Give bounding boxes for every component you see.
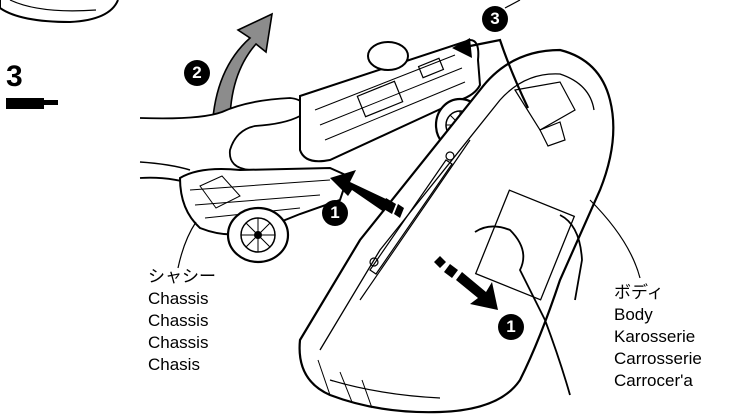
body-label-ja: ボディ [614,283,664,302]
chassis-label: シャシー Chassis Chassis Chassis Chasis [148,266,216,376]
body-label: ボディ Body Karosserie Carrosserie Carrocer… [614,282,702,392]
right-hand [474,225,571,396]
lift-arrow [211,12,274,133]
step-number: 3 [6,60,23,93]
top-pointer-line [504,0,521,9]
badge-step-one-bottom: 1 [498,314,524,340]
car-body [298,48,615,414]
chassis-label-fr: Chassis [148,333,209,352]
body-label-fr: Carrosserie [614,349,702,368]
body-label-en: Body [614,305,653,324]
lower-hand-lines [139,161,191,171]
top-left-part [0,0,119,24]
body-label-es: Carrocer'a [614,371,693,390]
step-marker-bar [6,98,58,109]
chassis-leader [177,221,197,269]
chassis-label-de: Chassis [148,311,209,330]
pull-arrow-bottom [434,256,498,310]
body-leader [589,199,641,279]
badge-step-three: 3 [482,6,508,32]
badge-step-two: 2 [184,60,210,86]
chassis-label-ja: シャシー [148,267,216,286]
lower-chassis [178,166,350,264]
wire-arrow [469,38,529,109]
push-arrow-top [330,170,404,218]
chassis-label-es: Chasis [148,355,200,374]
body-label-de: Karosserie [614,327,696,346]
badge-step-one-top: 1 [322,200,348,226]
chassis-label-en: Chassis [148,289,209,308]
